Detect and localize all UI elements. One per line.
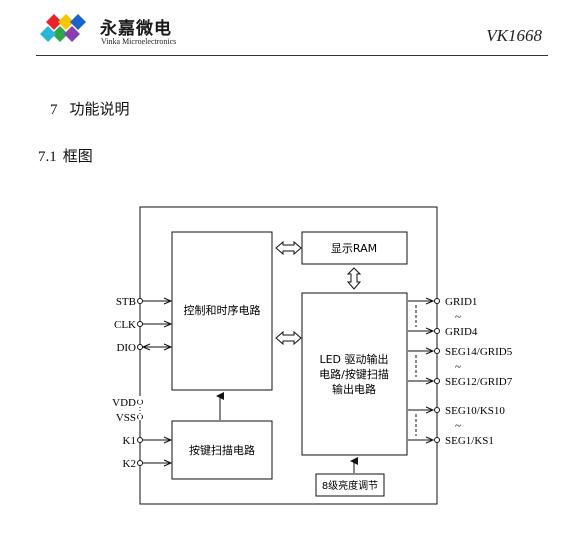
display-ram-label: 显示RAM (331, 242, 377, 255)
pin-line-grid1 (408, 297, 435, 305)
pin-line-seg12-grid7 (408, 377, 435, 385)
pin-label-vdd: VDD (112, 397, 136, 409)
subsection-number: 7.1 (38, 149, 57, 165)
pin-label-stb: STB (116, 296, 136, 308)
pin-terminal (434, 328, 440, 334)
vinka-logo-icon (40, 14, 86, 42)
header-divider (36, 55, 548, 56)
pin-label-clk: CLK (114, 319, 136, 331)
brand-name-cn: 永嘉微电 (100, 19, 172, 39)
pin-range-tilde: ~ (455, 420, 461, 432)
pin-line-grid4 (408, 327, 435, 335)
pin-terminal (434, 407, 440, 413)
page-header: 永嘉微电 Vinka Microelectronics VK1668 (0, 0, 588, 60)
bus-arrow-driver (275, 330, 302, 346)
pin-terminal (137, 321, 143, 327)
pin-range-tilde: ~ (455, 361, 461, 373)
brightness-label: 8级亮度调节 (322, 479, 378, 492)
pin-terminal (434, 437, 440, 443)
driver-label-line-3: 输出电路 (332, 382, 376, 396)
pin-line-seg1-ks1 (408, 436, 435, 444)
brand-name-en: Vinka Microelectronics (101, 37, 177, 46)
led-driver-block (301, 292, 408, 456)
pin-label-seg10-ks10: SEG10/KS10 (445, 405, 505, 417)
pin-label-seg12-grid7: SEG12/GRID7 (445, 376, 513, 388)
pin-terminal (434, 298, 440, 304)
brightness-block (315, 473, 385, 497)
pin-label-seg14-grid5: SEG14/GRID5 (445, 346, 513, 358)
bus-arrow-ram (275, 240, 302, 256)
pin-label-grid4: GRID4 (445, 326, 478, 338)
chip-outline (139, 206, 438, 505)
section-number: 7 (50, 102, 58, 118)
pin-terminal (434, 348, 440, 354)
pin-line-seg14-grid5 (408, 347, 435, 355)
pin-terminal (137, 298, 143, 304)
pin-terminal (137, 460, 143, 466)
key-scan-block (171, 420, 273, 480)
display-ram-block (301, 231, 408, 265)
pin-range-tilde: ~ (455, 311, 461, 323)
pin-line-k2 (143, 459, 173, 467)
pin-terminal (137, 437, 143, 443)
control-timing-block (171, 231, 273, 391)
pin-label-k2: K2 (123, 458, 136, 470)
pin-label-grid1: GRID1 (445, 296, 477, 308)
pin-label-vss: VSS (116, 412, 136, 424)
subsection-title: 框图 (62, 147, 93, 165)
driver-label-line-1: LED 驱动输出 (319, 352, 388, 366)
pin-label-k1: K1 (123, 435, 136, 447)
pin-label-seg1-ks1: SEG1/KS1 (445, 435, 494, 447)
pin-terminal (434, 378, 440, 384)
pin-line-seg10-ks10 (408, 406, 435, 414)
pin-line-clk (143, 320, 173, 328)
section-heading: 7 功能说明 (50, 98, 130, 119)
subsection-heading: 7.1 框图 (38, 145, 93, 166)
section-title: 功能说明 (69, 100, 130, 118)
pin-label-dio: DIO (116, 342, 136, 354)
key-scan-label: 按键扫描电路 (189, 443, 255, 457)
bus-arrow-ram-driver (346, 267, 362, 290)
pin-line-k1 (143, 436, 173, 444)
pin-line-stb (143, 297, 173, 305)
control-timing-label: 控制和时序电路 (184, 303, 261, 317)
document-id: VK1668 (486, 26, 542, 45)
pin-line-dio (141, 343, 173, 351)
driver-label-line-2: 电路/按键扫描 (319, 367, 389, 381)
